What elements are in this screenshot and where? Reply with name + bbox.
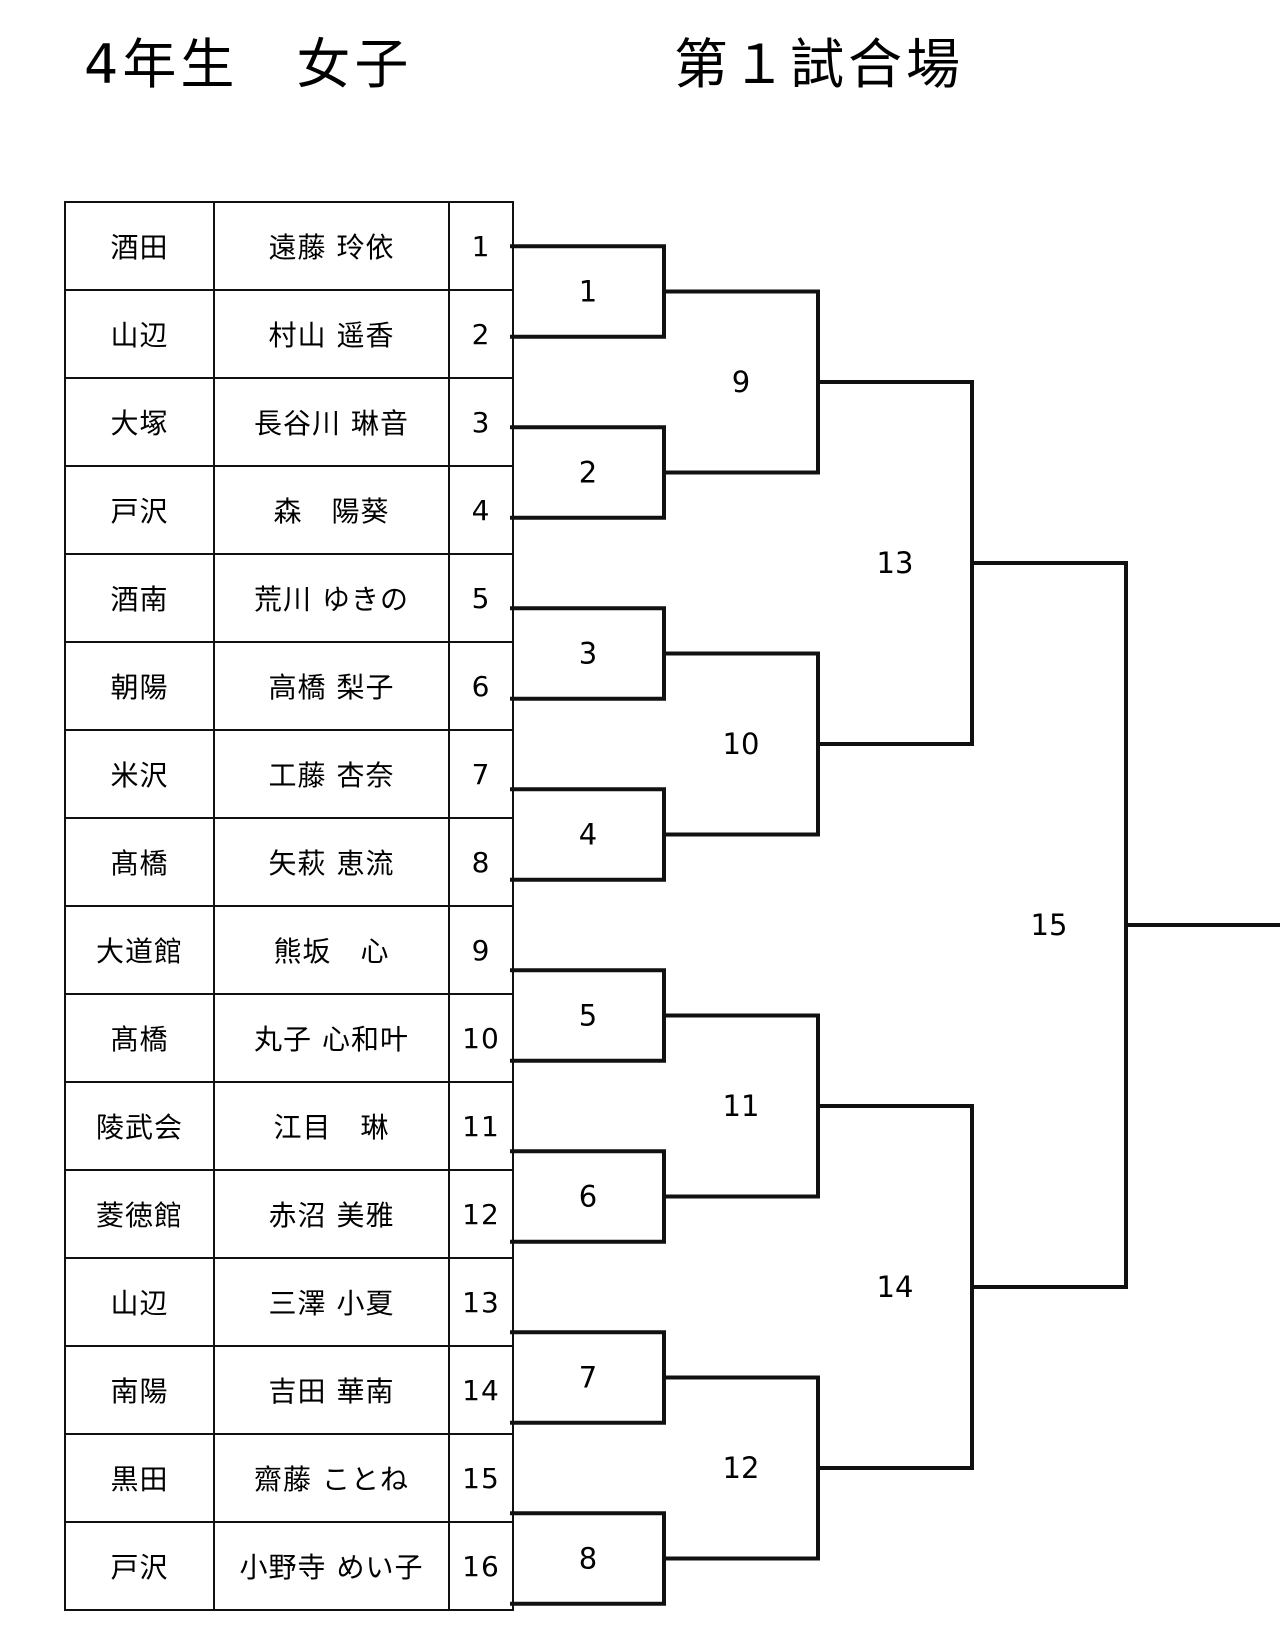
club-cell: 髙橋 [64,817,215,907]
entry-row: 酒南 荒川 ゆきの 5 [64,553,514,643]
entry-number-cell: 14 [448,1345,514,1435]
entry-row: 酒田 遠藤 玲依 1 [64,201,514,291]
entry-number-cell: 6 [448,641,514,731]
player-name-cell: 矢萩 恵流 [213,817,450,907]
match-number-label: 15 [1031,908,1068,942]
entry-number-cell: 5 [448,553,514,643]
entry-row: 陵武会 江目 琳 11 [64,1081,514,1171]
player-name-cell: 荒川 ゆきの [213,553,450,643]
match-number-label: 2 [579,456,597,490]
entry-number-cell: 16 [448,1521,514,1611]
club-cell: 大塚 [64,377,215,467]
match-number-label: 1 [579,275,597,309]
entry-row: 戸沢 森 陽葵 4 [64,465,514,555]
club-cell: 黒田 [64,1433,215,1523]
club-cell: 菱徳館 [64,1169,215,1259]
club-cell: 朝陽 [64,641,215,731]
match-number-label: 10 [723,727,760,761]
match-number-label: 9 [732,365,750,399]
player-name-cell: 小野寺 めい子 [213,1521,450,1611]
match-number-label: 8 [579,1542,597,1576]
entry-row: 山辺 村山 遥香 2 [64,289,514,379]
entry-number-cell: 7 [448,729,514,819]
player-name-cell: 三澤 小夏 [213,1257,450,1347]
club-cell: 南陽 [64,1345,215,1435]
player-name-cell: 丸子 心和叶 [213,993,450,1083]
entry-number-cell: 12 [448,1169,514,1259]
player-name-cell: 高橋 梨子 [213,641,450,731]
club-cell: 酒田 [64,201,215,291]
entry-row: 大塚 長谷川 琳音 3 [64,377,514,467]
club-cell: 米沢 [64,729,215,819]
entry-number-cell: 1 [448,201,514,291]
entry-number-cell: 8 [448,817,514,907]
club-cell: 大道館 [64,905,215,995]
entry-row: 朝陽 高橋 梨子 6 [64,641,514,731]
player-name-cell: 長谷川 琳音 [213,377,450,467]
entry-row: 山辺 三澤 小夏 13 [64,1257,514,1347]
match-number-label: 4 [579,818,597,852]
venue-title: 第１試合場 [674,33,964,96]
club-cell: 戸沢 [64,1521,215,1611]
entry-row: 戸沢 小野寺 めい子 16 [64,1521,514,1611]
entry-number-cell: 3 [448,377,514,467]
entry-row: 菱徳館 赤沼 美雅 12 [64,1169,514,1259]
match-number-label: 5 [579,999,597,1033]
entry-number-cell: 10 [448,993,514,1083]
player-name-cell: 森 陽葵 [213,465,450,555]
page-title: 4年生 女子 [84,33,413,96]
entry-table: 酒田 遠藤 玲依 1 山辺 村山 遥香 2 大塚 長谷川 琳音 3 戸沢 森 陽… [64,201,514,1611]
match-number-label: 11 [723,1089,760,1123]
entry-row: 髙橋 矢萩 恵流 8 [64,817,514,907]
entry-number-cell: 2 [448,289,514,379]
entry-row: 米沢 工藤 杏奈 7 [64,729,514,819]
player-name-cell: 村山 遥香 [213,289,450,379]
club-cell: 山辺 [64,289,215,379]
entry-row: 南陽 吉田 華南 14 [64,1345,514,1435]
club-cell: 陵武会 [64,1081,215,1171]
entry-number-cell: 4 [448,465,514,555]
entry-number-cell: 13 [448,1257,514,1347]
player-name-cell: 熊坂 心 [213,905,450,995]
entry-row: 大道館 熊坂 心 9 [64,905,514,995]
match-number-label: 3 [579,637,597,671]
club-cell: 山辺 [64,1257,215,1347]
player-name-cell: 吉田 華南 [213,1345,450,1435]
player-name-cell: 江目 琳 [213,1081,450,1171]
entry-number-cell: 11 [448,1081,514,1171]
match-number-label: 14 [877,1270,914,1304]
entry-row: 髙橋 丸子 心和叶 10 [64,993,514,1083]
player-name-cell: 工藤 杏奈 [213,729,450,819]
player-name-cell: 齋藤 ことね [213,1433,450,1523]
match-number-label: 12 [723,1451,760,1485]
match-number-label: 13 [877,546,914,580]
entry-row: 黒田 齋藤 ことね 15 [64,1433,514,1523]
player-name-cell: 赤沼 美雅 [213,1169,450,1259]
player-name-cell: 遠藤 玲依 [213,201,450,291]
entry-number-cell: 15 [448,1433,514,1523]
club-cell: 髙橋 [64,993,215,1083]
club-cell: 酒南 [64,553,215,643]
entry-number-cell: 9 [448,905,514,995]
match-number-label: 7 [579,1361,597,1395]
club-cell: 戸沢 [64,465,215,555]
match-number-label: 6 [579,1180,597,1214]
